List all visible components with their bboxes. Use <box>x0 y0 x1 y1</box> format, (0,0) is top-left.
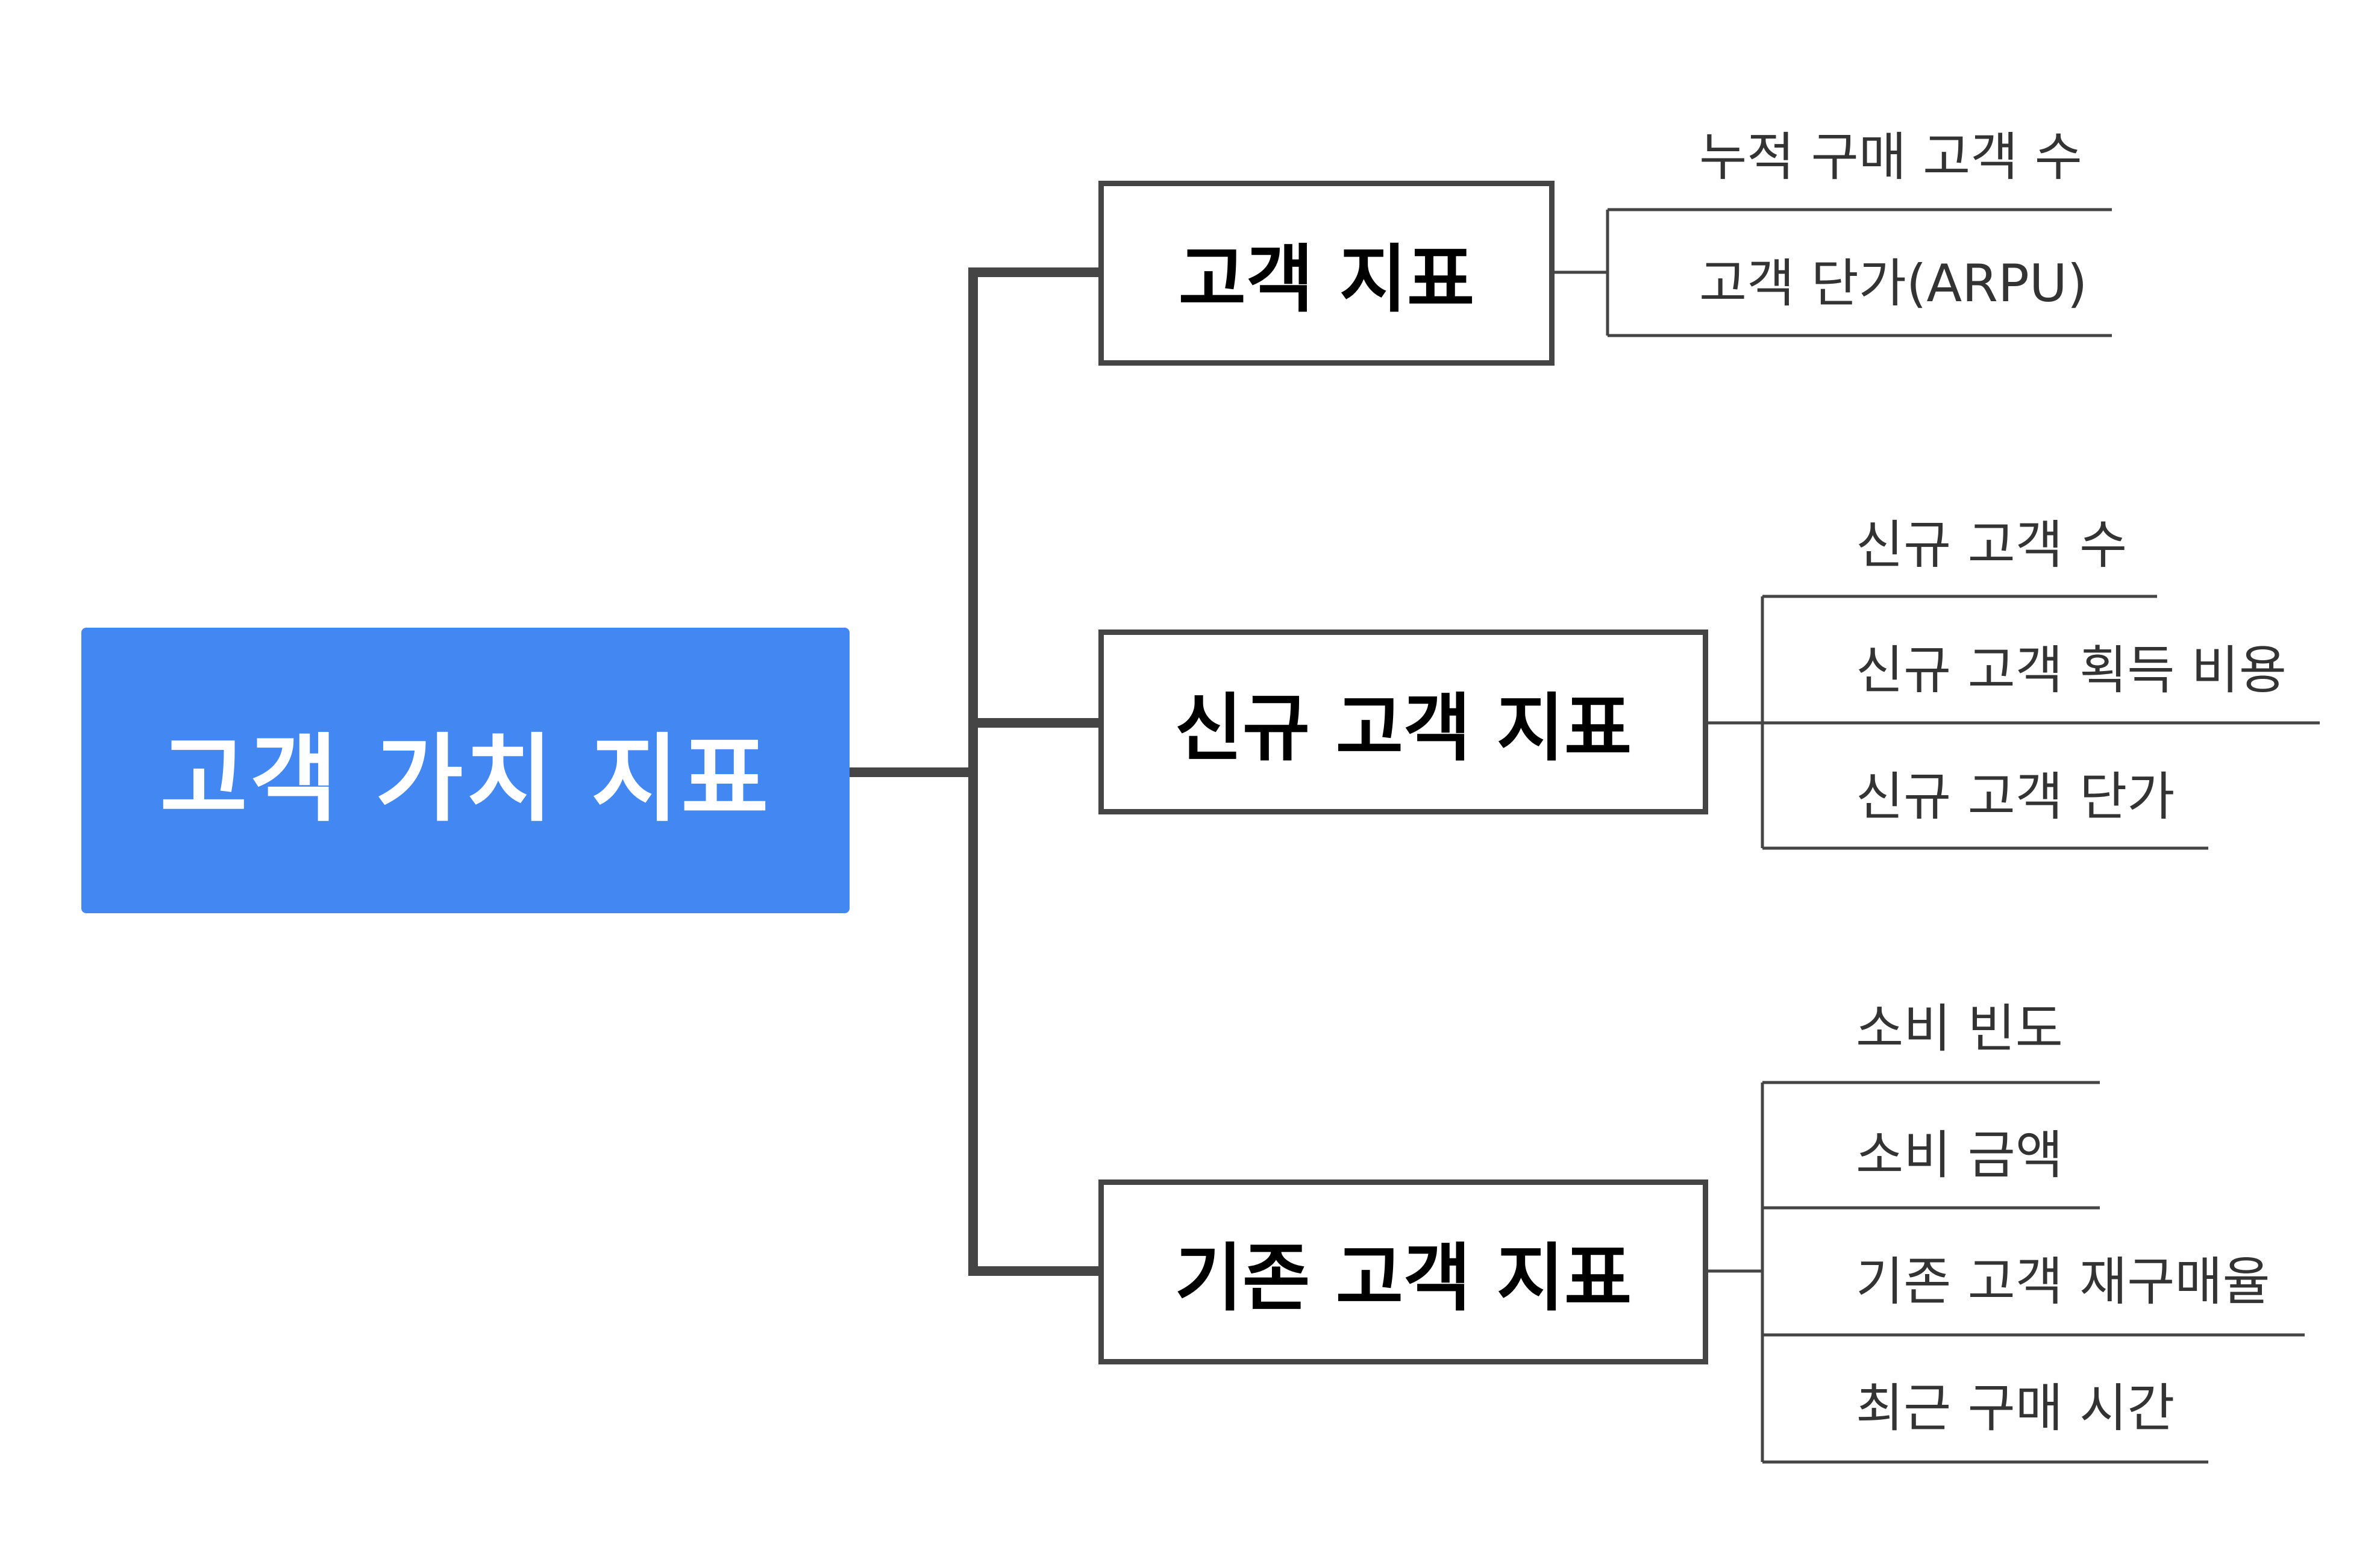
branch-node-label: 고객 지표 <box>1178 237 1475 322</box>
leaf-node: 소비 금액 <box>1856 1125 2063 1186</box>
leaf-node: 신규 고객 단가 <box>1856 767 2175 827</box>
root-node-label: 고객 가치 지표 <box>160 723 771 835</box>
branch-node-label: 기존 고객 지표 <box>1174 1236 1632 1321</box>
root-connector <box>845 267 1103 1276</box>
leaf-node: 최근 구매 시간 <box>1856 1378 2175 1439</box>
branch-2-leaf-connectors <box>1708 595 2320 850</box>
leaf-node: 고객 단가(ARPU) <box>1699 254 2088 314</box>
leaf-node: 신규 고객 수 <box>1856 515 2128 575</box>
leaf-node: 소비 빈도 <box>1856 999 2063 1059</box>
leaf-node: 누적 구매 고객 수 <box>1699 127 2082 187</box>
branch-node-label: 신규 고객 지표 <box>1174 686 1632 771</box>
branch-node-customer: 고객 지표 <box>1098 181 1555 366</box>
leaf-node: 신규 고객 획득 비용 <box>1856 640 2287 701</box>
root-node: 고객 가치 지표 <box>81 628 850 913</box>
branch-node-existing-customer: 기존 고객 지표 <box>1098 1179 1708 1364</box>
leaf-node: 기존 고객 재구매율 <box>1856 1252 2270 1312</box>
branch-3-leaf-connectors <box>1708 1081 2305 1464</box>
branch-1-leaf-connectors <box>1555 208 2112 337</box>
branch-node-new-customer: 신규 고객 지표 <box>1098 630 1708 814</box>
